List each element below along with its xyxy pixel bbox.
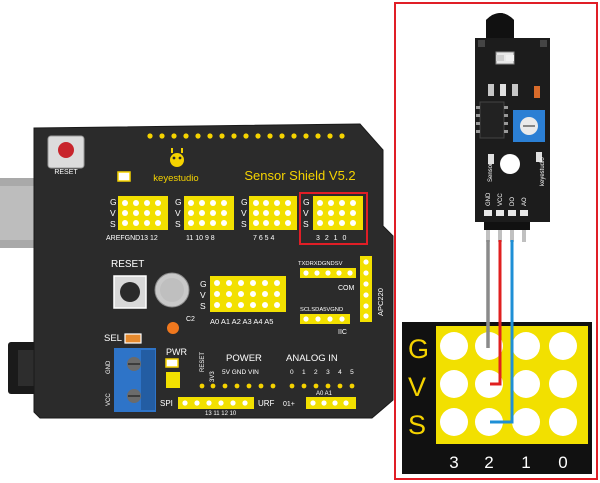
pwr-led [165, 358, 179, 368]
spi-header [178, 397, 254, 409]
sensor-do-label: DO [510, 197, 516, 206]
shield-reset-button[interactable] [113, 275, 147, 309]
power-label: POWER [226, 353, 262, 364]
capacitor-icon [154, 272, 190, 308]
svg-text:S: S [303, 219, 309, 229]
vcc-vertical-label: VCC [106, 393, 112, 406]
analog-in-numbers: 0 1 2 3 4 5 [290, 369, 357, 376]
highlight-box [299, 192, 368, 245]
iic-pins-label: SCLSDA5VGND [300, 307, 343, 313]
svg-text:V: V [110, 208, 116, 218]
reset-button-label: RESET [54, 169, 78, 176]
zoom-row-label-g: G [408, 334, 429, 364]
keyestudio-logo-icon [170, 148, 184, 167]
zoom-row-label-s: S [408, 410, 426, 440]
sensor-pin-header [484, 222, 530, 242]
svg-text:7 6 5 4: 7 6 5 4 [253, 235, 275, 242]
zoom-col-label-3: 3 [449, 453, 458, 472]
urf-label: URF [258, 399, 275, 408]
sensor-module [475, 13, 550, 222]
capacitor-label: C2 [186, 316, 195, 323]
sel-label: SEL [104, 333, 122, 344]
com-label: COM [338, 285, 355, 292]
svg-text:G: G [110, 197, 117, 207]
orange-led-icon [167, 322, 179, 334]
zoom-col-label-1: 1 [521, 453, 530, 472]
svg-text:S: S [110, 219, 116, 229]
spi-label: SPI [160, 399, 173, 408]
svg-text:V: V [175, 208, 181, 218]
urf-numbers: 01+ [283, 401, 295, 408]
svg-text:S: S [175, 219, 181, 229]
led-indicator [117, 171, 131, 182]
svg-text:V: V [241, 208, 247, 218]
spi-numbers: 13 11 12 10 [205, 411, 237, 417]
wire-do-blue [490, 240, 514, 424]
header-stub [166, 372, 180, 388]
zoom-col-label-0: 0 [558, 453, 567, 472]
svg-text:V: V [303, 208, 309, 218]
reset-button[interactable] [47, 135, 85, 169]
iic-header [300, 314, 350, 324]
svg-text:S: S [200, 301, 206, 311]
reset-area-label: RESET [111, 259, 144, 270]
power-pin-dots [199, 383, 276, 389]
gnd-vertical-label: GND [106, 360, 112, 374]
a0-a1-label: A0 A1 [316, 391, 333, 397]
svg-text:S: S [241, 219, 247, 229]
svg-text:A0 A1 A2 A3 A4 A5: A0 A1 A2 A3 A4 A5 [210, 317, 273, 326]
wire-vcc-red [490, 240, 502, 386]
sel-jumper [124, 333, 142, 344]
shield-title: Sensor Shield V5.2 [244, 168, 355, 183]
svg-text:G: G [303, 197, 310, 207]
zoom-row-label-v: V [408, 372, 426, 402]
header-block-11-8: G V S 11 10 9 8 [175, 196, 234, 242]
svg-text:11 10 9 8: 11 10 9 8 [186, 235, 215, 242]
header-block-3-0: G V S 3 2 1 0 [303, 196, 363, 242]
svg-text:G: G [200, 279, 207, 289]
svg-text:V: V [200, 290, 206, 300]
sensor-side-label: Sensor [488, 163, 494, 182]
sensor-vcc-label: VCC [498, 193, 504, 206]
com-pins-label: TXDRXDGNDSV [298, 261, 343, 267]
analog-header-block: G V S A0 A1 A2 A3 A4 A5 [200, 276, 286, 326]
header-block-7-4: G V S 7 6 5 4 [241, 196, 297, 242]
sensor-ao-label: AO [522, 197, 528, 206]
svg-text:G: G [241, 197, 248, 207]
com-header [300, 268, 356, 278]
power-pins-label: 5V GND VIN [222, 369, 259, 376]
iic-label: IIC [338, 329, 347, 336]
urf-header [306, 397, 356, 409]
v33-label: 3V3 [210, 371, 216, 382]
header-block-13-12: G V S AREFGND13 12 [106, 196, 168, 242]
svg-text:AREFGND13 12: AREFGND13 12 [106, 235, 158, 242]
screw-terminal [114, 348, 156, 412]
apc220-header [360, 256, 372, 322]
pwr-label: PWR [166, 347, 187, 357]
zoom-col-label-2: 2 [484, 453, 493, 472]
sensor-gnd-label: GND [486, 192, 492, 206]
brand-text: keyestudio [153, 173, 198, 184]
detail-frame [394, 2, 598, 480]
analog-in-pin-dots [289, 383, 355, 389]
analog-in-label: ANALOG IN [286, 353, 338, 364]
svg-text:G: G [175, 197, 182, 207]
reset-small-label: RESET [200, 352, 206, 372]
sensor-brand-label: keyestudio [540, 157, 546, 186]
svg-text:3 2 1 0: 3 2 1 0 [316, 235, 348, 242]
apc220-label: APC220 [376, 288, 385, 316]
zoomed-header-holes [440, 332, 577, 436]
